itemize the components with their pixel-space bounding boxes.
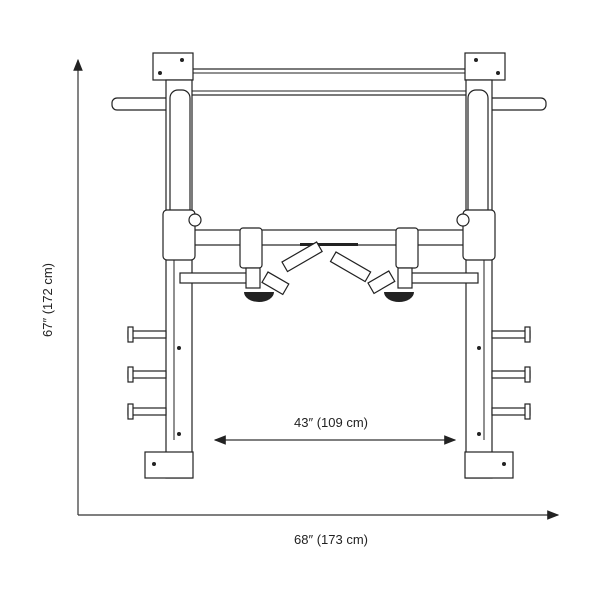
- height-label: 67″ (172 cm): [40, 263, 55, 337]
- inner-width-label: 43″ (109 cm): [294, 415, 368, 430]
- overall-width-label: 68″ (173 cm): [294, 532, 368, 547]
- rack-frame: [111, 52, 547, 479]
